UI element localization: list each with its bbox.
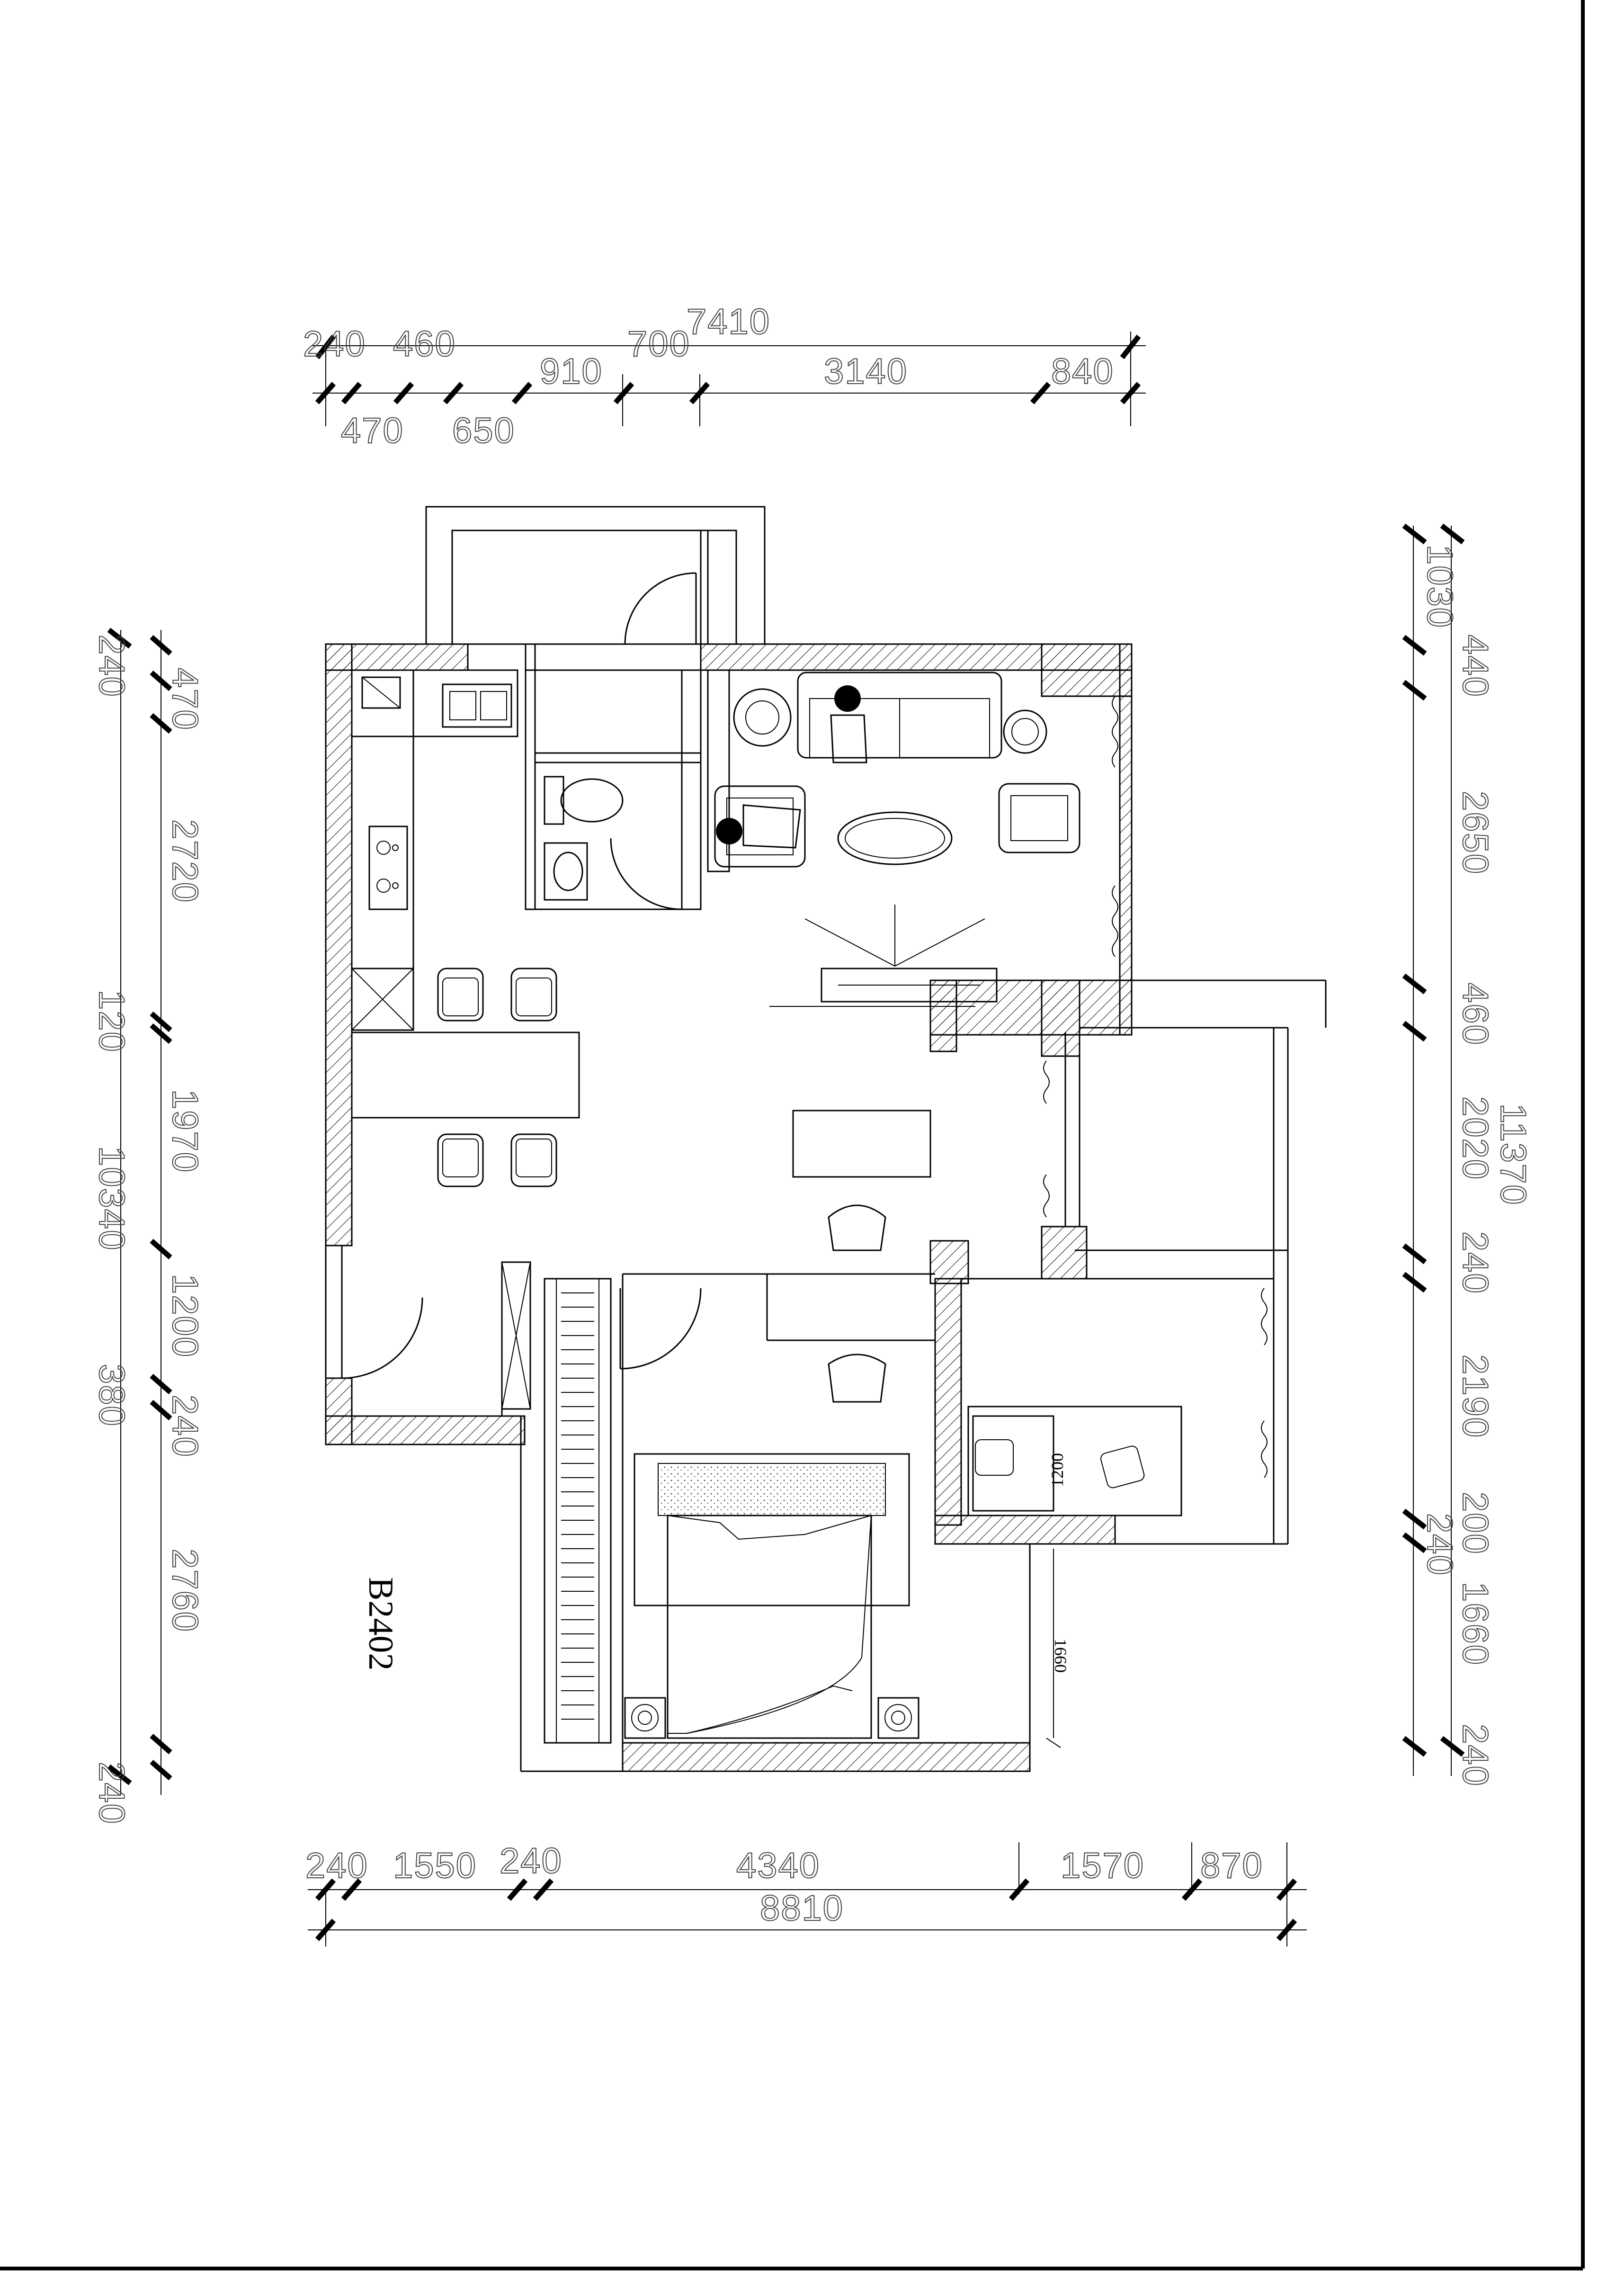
bottom-dim-240-a: 240 (305, 1846, 368, 1886)
interior-lines (325, 979, 1327, 1772)
bathroom (525, 572, 702, 910)
nightstand-icon (624, 1697, 666, 1739)
left-dim-1200: 1200 (165, 1274, 205, 1358)
stove-icon (368, 825, 408, 910)
top-dim-3140: 3140 (824, 351, 908, 392)
wardrobe-icon (544, 1278, 612, 1744)
left-dim-120: 120 (91, 990, 132, 1053)
side-table-lamp-icon (733, 688, 792, 747)
top-dim-910: 910 (540, 351, 603, 392)
right-dim-240-c: 240 (1455, 1724, 1495, 1787)
bar-stool-icon (437, 1133, 484, 1187)
dining-area (351, 968, 931, 1251)
left-dim-2760: 2760 (165, 1549, 205, 1632)
pillow-icon (975, 1439, 1014, 1476)
double-bed-icon (634, 1453, 910, 1739)
right-dim-1660: 1660 (1455, 1582, 1495, 1666)
tv-cabinet-icon (769, 905, 998, 1007)
bar-stool-icon (510, 1133, 557, 1187)
top-dim-840: 840 (1051, 351, 1114, 392)
bottom-dim-1550: 1550 (393, 1846, 477, 1886)
apartment-plan: 1660 1200 B2402 (325, 506, 1327, 1772)
left-dim-380: 380 (91, 1364, 132, 1427)
kids-bed-label: 1200 (1048, 1453, 1067, 1487)
sink-icon (544, 842, 588, 901)
bedroom-dim-label: 1660 (1051, 1639, 1070, 1673)
top-dim-overall: 7410 (687, 302, 770, 342)
top-dim-700: 700 (627, 324, 690, 364)
right-dim-240-a: 240 (1455, 1231, 1495, 1294)
armchair-icon (998, 783, 1080, 853)
entry-door (341, 1246, 423, 1379)
left-dimensions: 240 470 2720 120 1970 10340 1200 380 240… (91, 628, 205, 1825)
bottom-dimensions: 240 1550 240 4340 1570 870 8810 (305, 1840, 1307, 1946)
top-dim-470: 470 (341, 411, 404, 451)
sheet-border (0, 0, 1585, 2270)
right-dim-2020: 2020 (1455, 1096, 1495, 1180)
right-dim-440: 440 (1455, 635, 1495, 698)
unit-label: B2402 (361, 1577, 400, 1670)
armchair-icon (828, 1204, 886, 1251)
right-dim-200: 200 (1455, 1492, 1495, 1555)
top-dim-460: 460 (393, 324, 456, 364)
bar-stool-icon (437, 968, 484, 1022)
person-icon-standing (830, 685, 867, 763)
left-dim-240-mid: 240 (165, 1395, 205, 1458)
right-dim-ticks (1402, 523, 1465, 1757)
bottom-dim-4340: 4340 (736, 1846, 820, 1886)
second-bedroom: 1200 (967, 1406, 1182, 1544)
left-dim-470: 470 (165, 668, 205, 731)
wardrobe-slats (561, 1292, 594, 1720)
top-dimensions: 7410 240 460 700 910 3140 840 470 650 (303, 301, 1146, 451)
curtain-icon (1043, 696, 1268, 1478)
rug-icon (837, 811, 953, 865)
right-dim-2650: 2650 (1455, 791, 1495, 875)
fridge-corner-icon (361, 676, 401, 709)
kitchen (351, 669, 518, 1031)
bottom-dim-240-b: 240 (500, 1841, 562, 1881)
left-dim-1970: 1970 (165, 1089, 205, 1173)
pillow-icon (1100, 1445, 1145, 1489)
right-dim-2190: 2190 (1455, 1354, 1495, 1438)
living-room (707, 669, 1268, 1478)
bathroom-door-swing (610, 838, 682, 910)
storage-cabinet-icon (351, 968, 414, 1031)
master-bedroom: 1660 (501, 1261, 1070, 1748)
nightstand-icon (877, 1697, 920, 1739)
top-dim-650: 650 (452, 411, 515, 451)
toilet-icon (544, 776, 624, 825)
left-dim-240-bottom: 240 (91, 1762, 132, 1825)
bar-stool-icon (510, 968, 557, 1022)
top-dim-240: 240 (303, 324, 366, 364)
desk-chair-icon (828, 1354, 886, 1403)
side-table-lamp-icon (1003, 709, 1047, 754)
right-dim-1030: 1030 (1420, 545, 1460, 628)
left-dim-240-top: 240 (91, 635, 132, 698)
bedroom-door-swing (620, 1288, 702, 1370)
left-dim-ticks (107, 628, 172, 1785)
bottom-dim-overall: 8810 (760, 1888, 844, 1928)
bottom-dim-870: 870 (1200, 1846, 1263, 1886)
right-dim-240-b: 240 (1420, 1513, 1460, 1576)
person-icon-sitting (716, 804, 801, 849)
exterior-walls (325, 643, 1133, 1772)
left-dim-2720: 2720 (165, 819, 205, 903)
sofa-icon (797, 672, 1002, 759)
left-dim-10340: 10340 (91, 1146, 132, 1251)
kitchen-sink-icon (442, 683, 512, 728)
right-dim-11370: 11370 (1493, 1103, 1533, 1206)
top-balcony (425, 506, 766, 645)
right-dim-460: 460 (1455, 983, 1495, 1046)
coffee-table-icon (792, 1110, 931, 1178)
balcony-door-swing (624, 572, 696, 645)
right-dimensions: 1030 440 2650 460 2020 11370 240 2190 20… (1402, 523, 1534, 1787)
bottom-dim-1570: 1570 (1061, 1846, 1144, 1886)
